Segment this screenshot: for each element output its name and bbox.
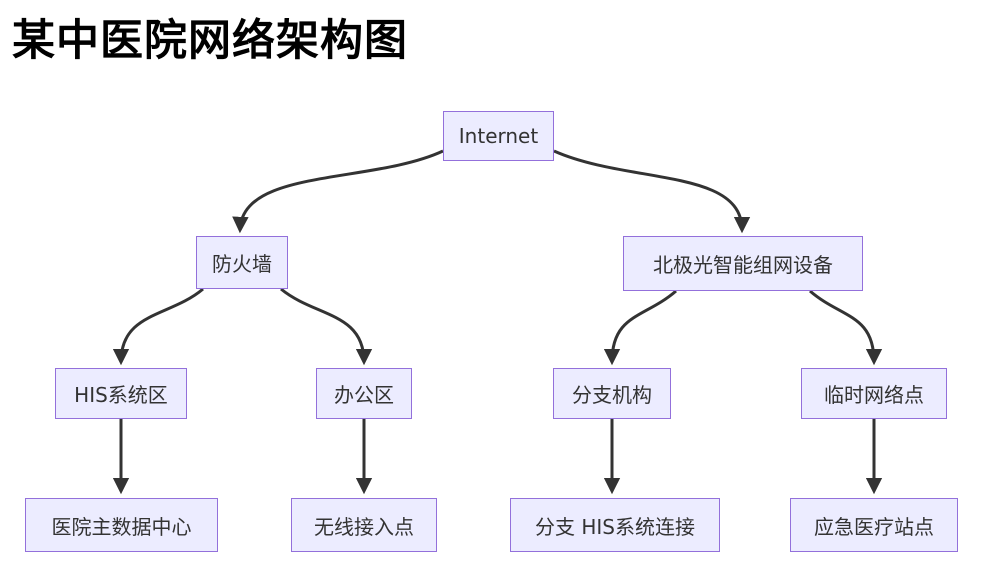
node-emergency-site-label: 应急医疗站点 xyxy=(814,514,934,539)
node-aurora-device-label: 北极光智能组网设备 xyxy=(653,253,833,277)
node-internet-label: Internet xyxy=(458,124,539,148)
node-branch-org-label: 分支机构 xyxy=(572,383,652,407)
node-office-zone: 办公区 xyxy=(316,368,412,419)
node-main-data-center-label: 医院主数据中心 xyxy=(51,514,192,539)
node-temp-network-label: 临时网络点 xyxy=(824,383,924,407)
edge-aurora-temp-network xyxy=(809,289,883,366)
edge-internet-firewall xyxy=(232,149,444,234)
edge-internet-aurora xyxy=(553,149,751,234)
node-temp-network: 临时网络点 xyxy=(801,368,947,419)
node-branch-his-link: 分支 HIS系统连接 xyxy=(510,498,720,552)
node-wireless-ap-label: 无线接入点 xyxy=(314,514,414,539)
node-branch-his-link-label: 分支 HIS系统连接 xyxy=(535,514,695,539)
node-branch-org: 分支机构 xyxy=(553,368,671,419)
edge-aurora-branch-org xyxy=(603,289,677,366)
edge-firewall-his-zone xyxy=(112,287,204,366)
node-internet: Internet xyxy=(443,111,554,161)
node-wireless-ap: 无线接入点 xyxy=(291,498,437,552)
page-title: 某中医院网络架构图 xyxy=(12,16,408,66)
node-emergency-site: 应急医疗站点 xyxy=(790,498,958,552)
node-firewall: 防火墙 xyxy=(196,236,288,289)
node-aurora-device: 北极光智能组网设备 xyxy=(623,236,863,291)
node-office-zone-label: 办公区 xyxy=(334,383,394,407)
node-his-zone-label: HIS系统区 xyxy=(74,383,168,407)
node-firewall-label: 防火墙 xyxy=(212,252,272,276)
edge-firewall-office-zone xyxy=(280,287,373,366)
node-main-data-center: 医院主数据中心 xyxy=(25,498,218,552)
node-his-zone: HIS系统区 xyxy=(55,368,187,419)
